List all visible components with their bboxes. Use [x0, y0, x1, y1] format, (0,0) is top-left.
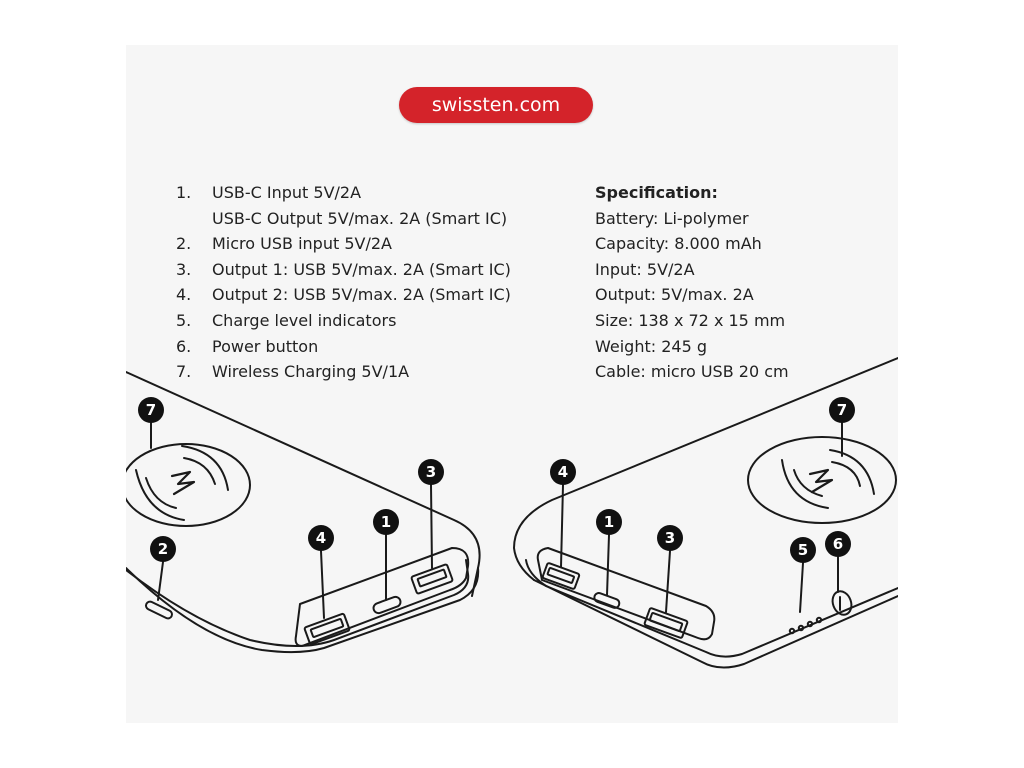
left-bottom-shell: [126, 567, 480, 654]
callout-number: 2: [158, 540, 168, 558]
callout-7-left: 7: [138, 397, 164, 423]
callout-3-right: 3: [657, 525, 683, 551]
leader-line: [665, 550, 671, 613]
legend-number: 3.: [176, 259, 192, 279]
lightning-icon: [170, 470, 196, 496]
legend-text: Output 1: USB 5V/max. 2A (Smart IC): [212, 259, 511, 279]
right-top-edge: [513, 357, 898, 581]
lightning-icon: [808, 468, 834, 494]
callout-number: 3: [426, 463, 436, 481]
spec-weight: Weight: 245 g: [595, 336, 707, 356]
left-top-edge: [126, 371, 481, 597]
legend-number: 6.: [176, 336, 192, 356]
callout-1-left: 1: [373, 509, 399, 535]
power-bank-left: [126, 371, 481, 654]
callout-number: 7: [146, 401, 156, 419]
legend-text: USB-C Output 5V/max. 2A (Smart IC): [212, 208, 508, 228]
callout-number: 4: [316, 529, 326, 547]
leader-line: [157, 561, 164, 601]
callout-number: 7: [837, 401, 847, 419]
legend-item-7: 7. Wireless Charging 5V/1A: [176, 359, 511, 385]
legend-number: 1.: [176, 183, 192, 202]
legend-item-6: 6. Power button: [176, 334, 511, 360]
website-link[interactable]: swissten.com: [399, 87, 593, 123]
usb-a-port-2-left: [303, 612, 351, 646]
legend-text: USB-C Input 5V/2A: [212, 183, 362, 202]
leader-line: [320, 550, 325, 619]
legend-item-2: 2. Micro USB input 5V/2A: [176, 231, 511, 257]
leader-line: [799, 562, 804, 613]
legend-number: 2.: [176, 234, 192, 254]
callout-4-left: 4: [308, 525, 334, 551]
specification-list: Specification: Battery: Li-polymer Capac…: [595, 180, 789, 385]
right-bottom-shell: [533, 579, 898, 669]
spec-battery: Battery: Li-polymer: [595, 208, 749, 228]
spec-size: Size: 138 x 72 x 15 mm: [595, 310, 786, 330]
spec-capacity: Capacity: 8.000 mAh: [595, 234, 762, 254]
callout-5-right: 5: [790, 537, 816, 563]
micro-usb-port-left: [145, 600, 173, 620]
legend-text: Power button: [212, 336, 319, 356]
callout-3-left: 3: [418, 459, 444, 485]
left-bezel: [294, 547, 470, 647]
leader-line: [606, 534, 610, 596]
spec-input: Input: 5V/2A: [595, 259, 695, 279]
legend-number: 4.: [176, 285, 192, 305]
power-button: [831, 590, 853, 616]
legend-item-3: 3. Output 1: USB 5V/max. 2A (Smart IC): [176, 257, 511, 283]
callout-number: 1: [381, 513, 391, 531]
legend-number: 7.: [176, 362, 192, 382]
usb-a-port-1-right: [643, 607, 689, 639]
spec-cable: Cable: micro USB 20 cm: [595, 362, 789, 382]
callout-1-right: 1: [596, 509, 622, 535]
leader-line: [560, 484, 564, 568]
wireless-pad-right: [747, 436, 897, 524]
charge-level-leds: [788, 616, 823, 635]
legend-text: Output 2: USB 5V/max. 2A (Smart IC): [212, 285, 511, 305]
callout-number: 4: [558, 463, 568, 481]
wireless-pad-left: [126, 443, 251, 527]
diagram-panel: [126, 45, 898, 723]
callout-4-right: 4: [550, 459, 576, 485]
right-inner-edge: [525, 559, 898, 658]
legend-text: Charge level indicators: [212, 310, 397, 330]
left-inner-edge: [126, 559, 470, 647]
callout-6-right: 6: [825, 531, 851, 557]
component-legend: 1. USB-C Input 5V/2A USB-C Output 5V/max…: [176, 180, 511, 385]
leader-line: [430, 484, 433, 569]
legend-item-5: 5. Charge level indicators: [176, 308, 511, 334]
legend-item-4: 4. Output 2: USB 5V/max. 2A (Smart IC): [176, 282, 511, 308]
usb-a-port-1-left: [410, 563, 454, 595]
callout-number: 6: [833, 535, 843, 553]
legend-number: 5.: [176, 310, 192, 330]
usb-c-port-right: [593, 592, 621, 609]
callout-7-right: 7: [829, 397, 855, 423]
legend-item-1-continued: USB-C Output 5V/max. 2A (Smart IC): [176, 206, 511, 232]
callout-number: 1: [604, 513, 614, 531]
callout-2-left: 2: [150, 536, 176, 562]
right-bezel: [536, 547, 716, 641]
spec-output: Output: 5V/max. 2A: [595, 285, 754, 305]
specification-heading: Specification:: [595, 183, 718, 202]
legend-text: Wireless Charging 5V/1A: [212, 362, 410, 382]
callout-number: 3: [665, 529, 675, 547]
legend-item-1: 1. USB-C Input 5V/2A: [176, 180, 511, 206]
legend-text: Micro USB input 5V/2A: [212, 234, 392, 254]
power-bank-right: [513, 357, 898, 669]
callout-number: 5: [798, 541, 808, 559]
usb-a-port-2-right: [541, 562, 581, 590]
